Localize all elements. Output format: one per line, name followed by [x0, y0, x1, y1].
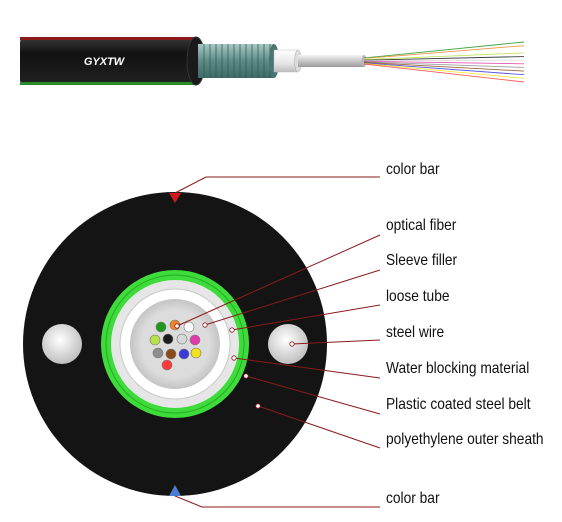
leader-water-blocking — [233, 357, 381, 379]
steel-belt-outline — [105, 274, 245, 414]
fiber-strand — [363, 52, 525, 61]
leader-optical-fiber — [176, 234, 381, 327]
label-steel-belt: Plastic coated steel belt — [386, 396, 531, 413]
leader-lines — [174, 176, 381, 508]
sheath-red-stripe — [20, 37, 198, 40]
sleeve-filler-gel — [130, 299, 220, 389]
core-side — [298, 55, 364, 67]
leader-sleeve-filler — [204, 269, 381, 326]
fiber-strand — [363, 63, 525, 79]
color-bar-bottom-marker — [169, 485, 181, 496]
label-outer-sheath: polyethylene outer sheath — [386, 431, 544, 448]
label-sleeve-filler: Sleeve filler — [386, 252, 458, 269]
optical-fiber-dot — [190, 347, 202, 359]
steel-wire-right — [268, 324, 308, 364]
cable-cross-section — [23, 192, 327, 496]
leader-outer-sheath — [257, 405, 381, 449]
steel-armor-side — [198, 44, 274, 78]
fiber-strand — [363, 61, 525, 72]
fiber-strand — [363, 63, 525, 83]
label-color-bar-top: color bar — [386, 161, 440, 178]
leader-steel-wire — [291, 339, 381, 345]
optical-fiber-dot — [189, 334, 201, 346]
optical-fiber-dot — [162, 333, 174, 345]
cable-side-view: GYXTW — [20, 36, 525, 86]
optical-fiber-dot — [149, 334, 161, 346]
leader-color-bar-bottom — [174, 495, 380, 508]
leader-loose-tube — [231, 304, 381, 331]
color-bar-top-marker — [169, 193, 181, 203]
optical-fiber-dot — [176, 333, 188, 345]
sheath-green-stripe — [20, 82, 198, 85]
armor-corrugation — [203, 44, 271, 78]
label-color-bar-bottom: color bar — [386, 490, 440, 507]
fiber-strand — [363, 56, 525, 61]
steel-wire-left — [42, 324, 82, 364]
optical-fiber-dot — [161, 359, 173, 371]
fiber-strand — [363, 60, 525, 65]
fiber-bundle — [149, 319, 202, 371]
optical-fiber-dot — [152, 347, 164, 359]
cable-model-label: GYXTW — [84, 56, 126, 68]
fiber-strand — [363, 41, 525, 59]
leader-color-bar-top — [174, 176, 380, 194]
label-water-blocking: Water blocking material — [386, 360, 530, 377]
fiber-strand — [363, 59, 525, 62]
label-loose-tube: loose tube — [386, 288, 450, 305]
leader-endpoints — [174, 322, 295, 409]
fiber-strand — [363, 62, 525, 76]
fiber-fan — [363, 41, 525, 83]
optical-fiber-dot — [178, 348, 190, 360]
outer-sheath-side — [20, 37, 198, 85]
fiber-strand — [363, 48, 525, 60]
fiber-strand — [363, 61, 525, 68]
optical-fiber-dot — [155, 321, 167, 333]
leader-steel-belt — [245, 375, 381, 415]
label-steel-wire: steel wire — [386, 324, 445, 341]
label-optical-fiber: optical fiber — [386, 217, 457, 234]
fiber-strand — [363, 45, 525, 59]
optical-fiber-dot — [165, 348, 177, 360]
optical-fiber-dot — [183, 321, 195, 333]
